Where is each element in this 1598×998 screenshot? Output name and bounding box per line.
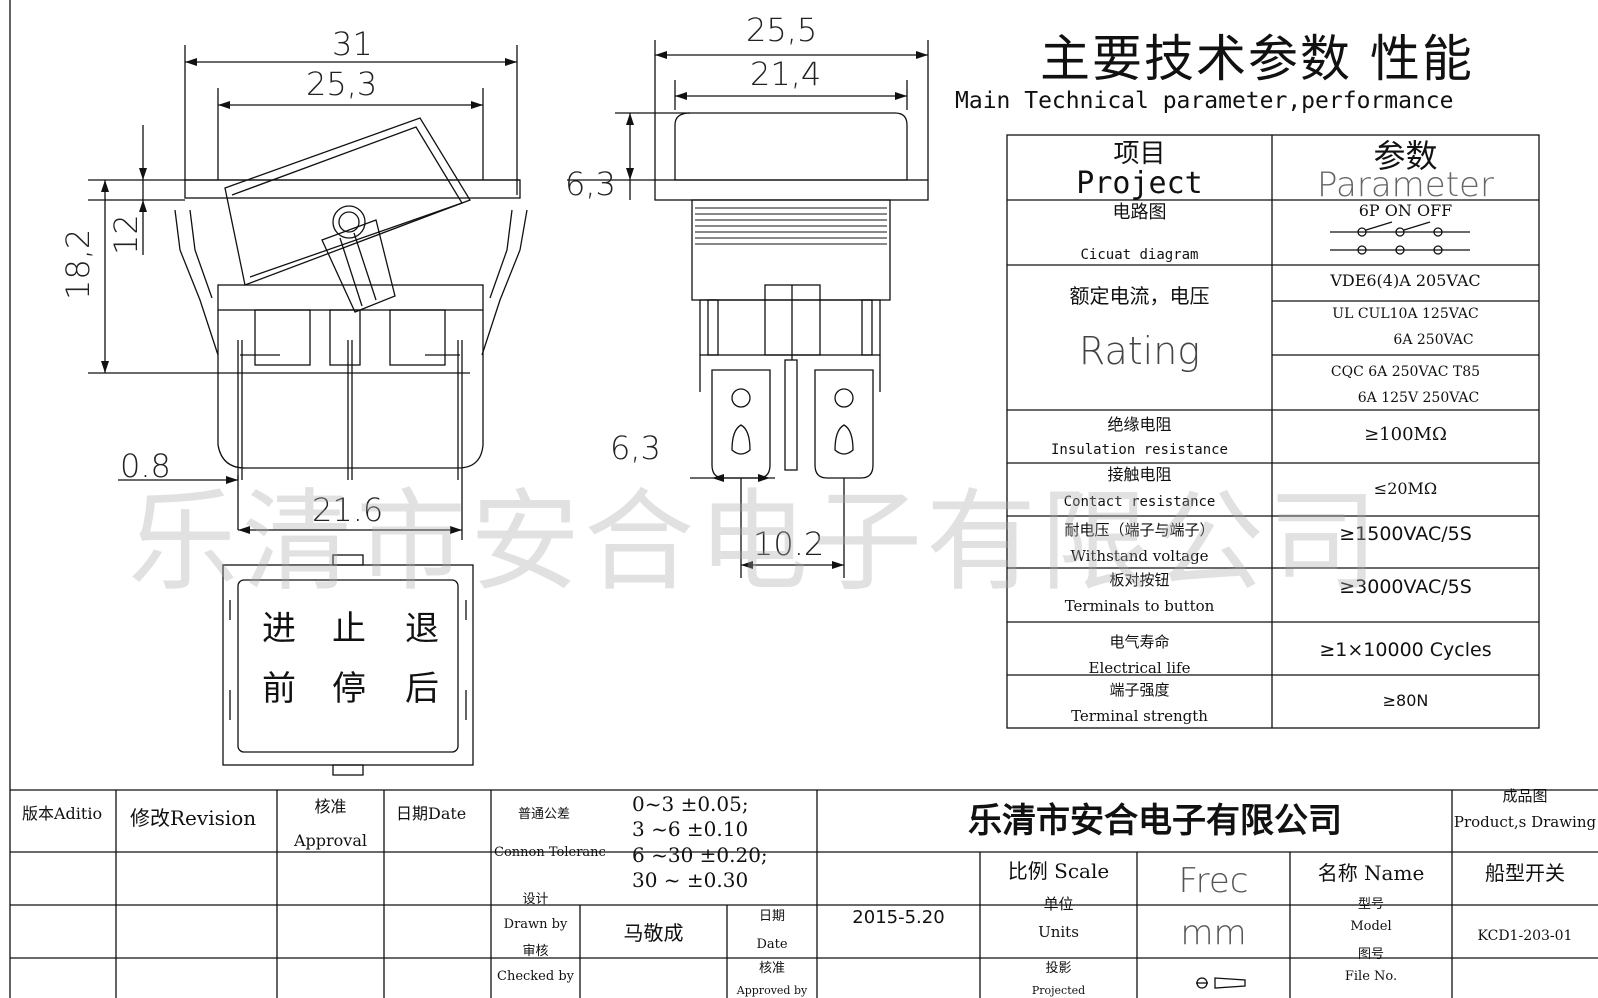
drawn-by-cn: 设计 bbox=[522, 892, 549, 907]
product-drawing-en: Product,s Drawing bbox=[1453, 813, 1597, 831]
name-value: 船型开关 bbox=[1485, 861, 1565, 885]
dim-side-rocker-offset: 12 bbox=[107, 214, 145, 255]
drawn-by-value: 马敬成 bbox=[623, 921, 684, 945]
header-project-en: Project bbox=[1076, 166, 1203, 201]
dim-side-base-width: 21.6 bbox=[312, 491, 384, 529]
date-header: 日期Date bbox=[396, 804, 467, 823]
projection-label-en: Projected bbox=[1031, 984, 1086, 997]
tolerance-1: 0~3 ±0.05; bbox=[632, 792, 749, 816]
checked-by-en: Checked by bbox=[497, 969, 574, 984]
rating-value-3a: CQC 6A 250VAC T85 bbox=[1330, 364, 1481, 380]
button-face-char: 前 bbox=[262, 669, 296, 709]
tolerance-3: 6 ~30 ±0.20; bbox=[632, 843, 768, 867]
insulation-label-cn: 绝缘电阻 bbox=[1107, 415, 1172, 434]
header-param-en: Parameter bbox=[1317, 165, 1494, 205]
contact-label-cn: 接触电阻 bbox=[1107, 465, 1172, 484]
button-face-char: 进 bbox=[262, 609, 296, 649]
revision-header: 修改Revision bbox=[130, 806, 257, 830]
rating-label-en: Rating bbox=[1078, 329, 1201, 373]
electrical-life-label-en: Electrical life bbox=[1088, 659, 1191, 677]
withstand-value: ≥1500VAC/5S bbox=[1339, 523, 1472, 545]
rating-value-1: VDE6(4)A 205VAC bbox=[1330, 271, 1481, 290]
dim-side-overall-width: 31 bbox=[332, 25, 373, 63]
model-label-en: Model bbox=[1350, 919, 1392, 934]
electrical-life-label-cn: 电气寿命 bbox=[1109, 633, 1170, 651]
contact-label-en: Contact resistance bbox=[1063, 494, 1216, 510]
electrical-life-value: ≥1×10000 Cycles bbox=[1319, 639, 1492, 661]
units-label-en: Units bbox=[1038, 923, 1079, 941]
tolerance-2: 3 ~6 ±0.10 bbox=[632, 817, 749, 841]
button-face-char: 停 bbox=[332, 669, 366, 709]
dim-side-body-width: 25,3 bbox=[306, 65, 378, 103]
dim-side-pin-thickness: 0.8 bbox=[120, 447, 171, 485]
button-face-char: 止 bbox=[332, 609, 366, 649]
dim-front-tab-pitch: 10.2 bbox=[753, 525, 825, 563]
approval-header-en: Approval bbox=[293, 831, 367, 850]
drawn-by-en: Drawn by bbox=[503, 917, 568, 932]
terminals-button-value: ≥3000VAC/5S bbox=[1339, 576, 1472, 598]
approved-by-en: Approved by bbox=[736, 984, 808, 997]
date-label-cn: 日期 bbox=[758, 909, 785, 924]
rating-value-2b: 6A 250VAC bbox=[1393, 332, 1474, 348]
page-title: 主要技术参数 性能 bbox=[1040, 30, 1474, 88]
front-view bbox=[567, 40, 929, 578]
terminals-button-label-en: Terminals to button bbox=[1064, 597, 1215, 615]
rating-value-2a: UL CUL10A 125VAC bbox=[1332, 306, 1479, 322]
name-label: 名称 Name bbox=[1317, 861, 1425, 885]
scale-value: Frec bbox=[1178, 861, 1249, 901]
terminal-strength-label-en: Terminal strength bbox=[1071, 707, 1208, 725]
model-label-cn: 型号 bbox=[1357, 897, 1384, 912]
projection-label-cn: 投影 bbox=[1045, 961, 1072, 976]
file-no-label-en: File No. bbox=[1344, 969, 1398, 984]
circuit-value: 6P ON OFF bbox=[1358, 201, 1453, 220]
checked-by-cn: 审核 bbox=[522, 944, 549, 959]
date-label-en: Date bbox=[756, 937, 788, 952]
dim-front-top-height: 6,3 bbox=[565, 165, 616, 203]
terminals-button-label-cn: 板对按钮 bbox=[1109, 571, 1170, 589]
scale-label: 比例 Scale bbox=[1007, 859, 1110, 883]
withstand-label-cn: 耐电压（端子与端子） bbox=[1064, 521, 1215, 539]
circuit-label-cn: 电路图 bbox=[1112, 202, 1167, 223]
approved-by-cn: 核准 bbox=[758, 961, 785, 976]
dim-front-body-width: 21,4 bbox=[750, 55, 822, 93]
tolerance-label-en: Connon Toleranc bbox=[494, 845, 606, 860]
rating-label-cn: 额定电流，电压 bbox=[1069, 284, 1210, 308]
button-face-char: 退 bbox=[405, 609, 439, 649]
insulation-label-en: Insulation resistance bbox=[1050, 442, 1228, 458]
rating-value-3b: 6A 125V 250VAC bbox=[1357, 390, 1480, 406]
header-project-cn: 项目 bbox=[1113, 139, 1166, 169]
page-subtitle: Main Technical parameter,performance bbox=[955, 88, 1454, 114]
title-block-grid bbox=[10, 790, 1598, 998]
dim-side-height: 18,2 bbox=[59, 228, 97, 300]
insulation-value: ≥100MΩ bbox=[1364, 424, 1447, 445]
model-value: KCD1-203-01 bbox=[1477, 928, 1573, 944]
file-no-label-cn: 图号 bbox=[1357, 947, 1384, 962]
units-value: mm bbox=[1180, 913, 1247, 953]
date-value: 2015-5.20 bbox=[852, 907, 945, 928]
contact-value: ≤20MΩ bbox=[1373, 479, 1438, 498]
dim-front-tab-width: 6,3 bbox=[610, 429, 661, 467]
header-param-cn: 参数 bbox=[1373, 137, 1438, 175]
spec-table-grid bbox=[1006, 134, 1540, 729]
units-label-cn: 单位 bbox=[1043, 895, 1074, 913]
side-view bbox=[88, 45, 528, 540]
tolerance-4: 30 ~ ±0.30 bbox=[632, 868, 749, 892]
version-header: 版本Aditio bbox=[22, 804, 103, 823]
dim-front-overall-width: 25,5 bbox=[746, 11, 818, 49]
product-drawing-cn: 成品图 bbox=[1502, 787, 1548, 805]
company-name: 乐清市安合电子有限公司 bbox=[968, 801, 1342, 841]
terminal-strength-label-cn: 端子强度 bbox=[1109, 681, 1170, 699]
circuit-label-en: Cicuat diagram bbox=[1080, 247, 1199, 263]
button-face-char: 后 bbox=[405, 669, 439, 709]
approval-header-cn: 核准 bbox=[314, 797, 347, 816]
terminal-strength-value: ≥80N bbox=[1382, 691, 1429, 710]
button-face-view bbox=[222, 554, 474, 776]
tolerance-label-cn: 普通公差 bbox=[518, 807, 571, 822]
withstand-label-en: Withstand voltage bbox=[1070, 547, 1209, 565]
